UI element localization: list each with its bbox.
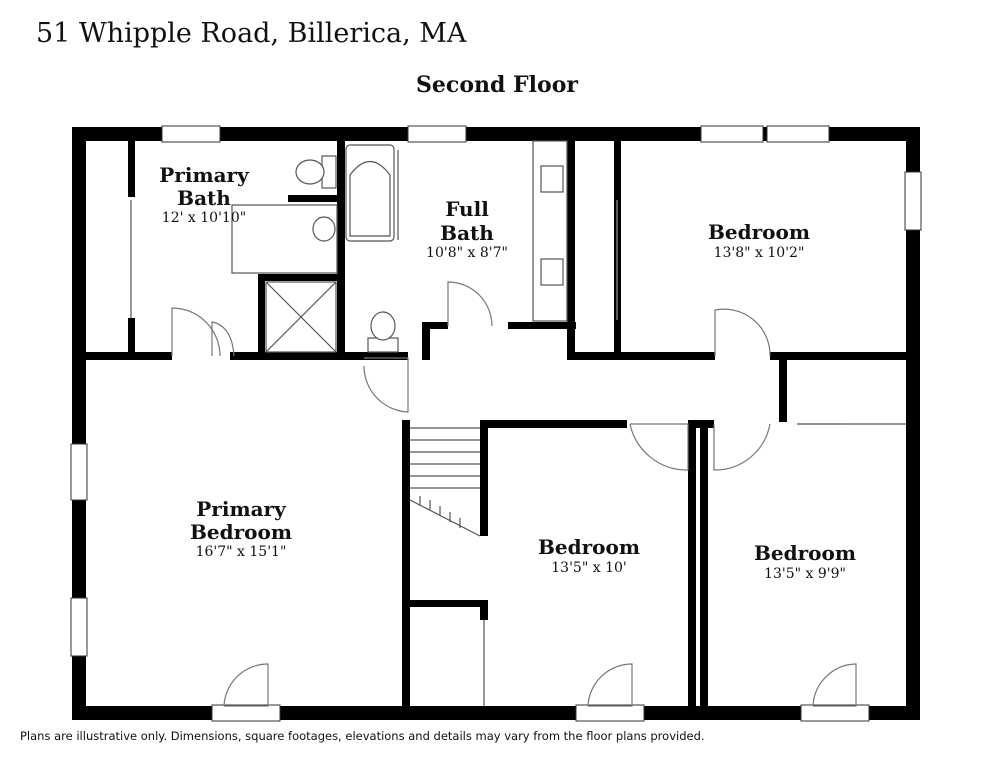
room-label-primary-bath: Primary Bath 12' x 10'10" <box>159 163 250 226</box>
stairs <box>409 427 481 537</box>
room-label-primary-bedroom: Primary Bedroom 16'7" x 15'1" <box>190 497 292 560</box>
room-dimensions: 13'5" x 10' <box>551 560 626 576</box>
disclaimer-text: Plans are illustrative only. Dimensions,… <box>20 729 705 743</box>
room-name-line1: Bedroom <box>538 535 640 559</box>
room-label-full-bath: Full Bath 10'8" x 8'7" <box>426 197 508 261</box>
fixtures <box>231 140 568 353</box>
room-name-line1: Primary <box>196 497 287 521</box>
floor-title: Second Floor <box>416 72 578 98</box>
room-dimensions: 13'5" x 9'9" <box>764 566 846 582</box>
room-name-line1: Full <box>445 197 489 221</box>
room-name-line2: Bath <box>440 221 494 245</box>
doors <box>171 281 857 707</box>
partitions <box>130 150 906 706</box>
room-name-line1: Bedroom <box>708 220 810 244</box>
room-dimensions: 12' x 10'10" <box>162 210 246 226</box>
room-label-bedroom-ne: Bedroom 13'8" x 10'2" <box>708 220 810 261</box>
property-address: 51 Whipple Road, Billerica, MA <box>36 18 467 49</box>
room-label-bedroom-center: Bedroom 13'5" x 10' <box>538 535 640 576</box>
room-name-line2: Bath <box>177 186 231 210</box>
windows <box>70 125 922 722</box>
room-name-line1: Bedroom <box>754 541 856 565</box>
room-name-line1: Primary <box>159 163 250 187</box>
room-name-line2: Bedroom <box>190 520 292 544</box>
room-dimensions: 10'8" x 8'7" <box>426 245 508 261</box>
room-dimensions: 16'7" x 15'1" <box>196 544 287 560</box>
room-label-bedroom-se: Bedroom 13'5" x 9'9" <box>754 541 856 582</box>
room-dimensions: 13'8" x 10'2" <box>714 245 805 261</box>
